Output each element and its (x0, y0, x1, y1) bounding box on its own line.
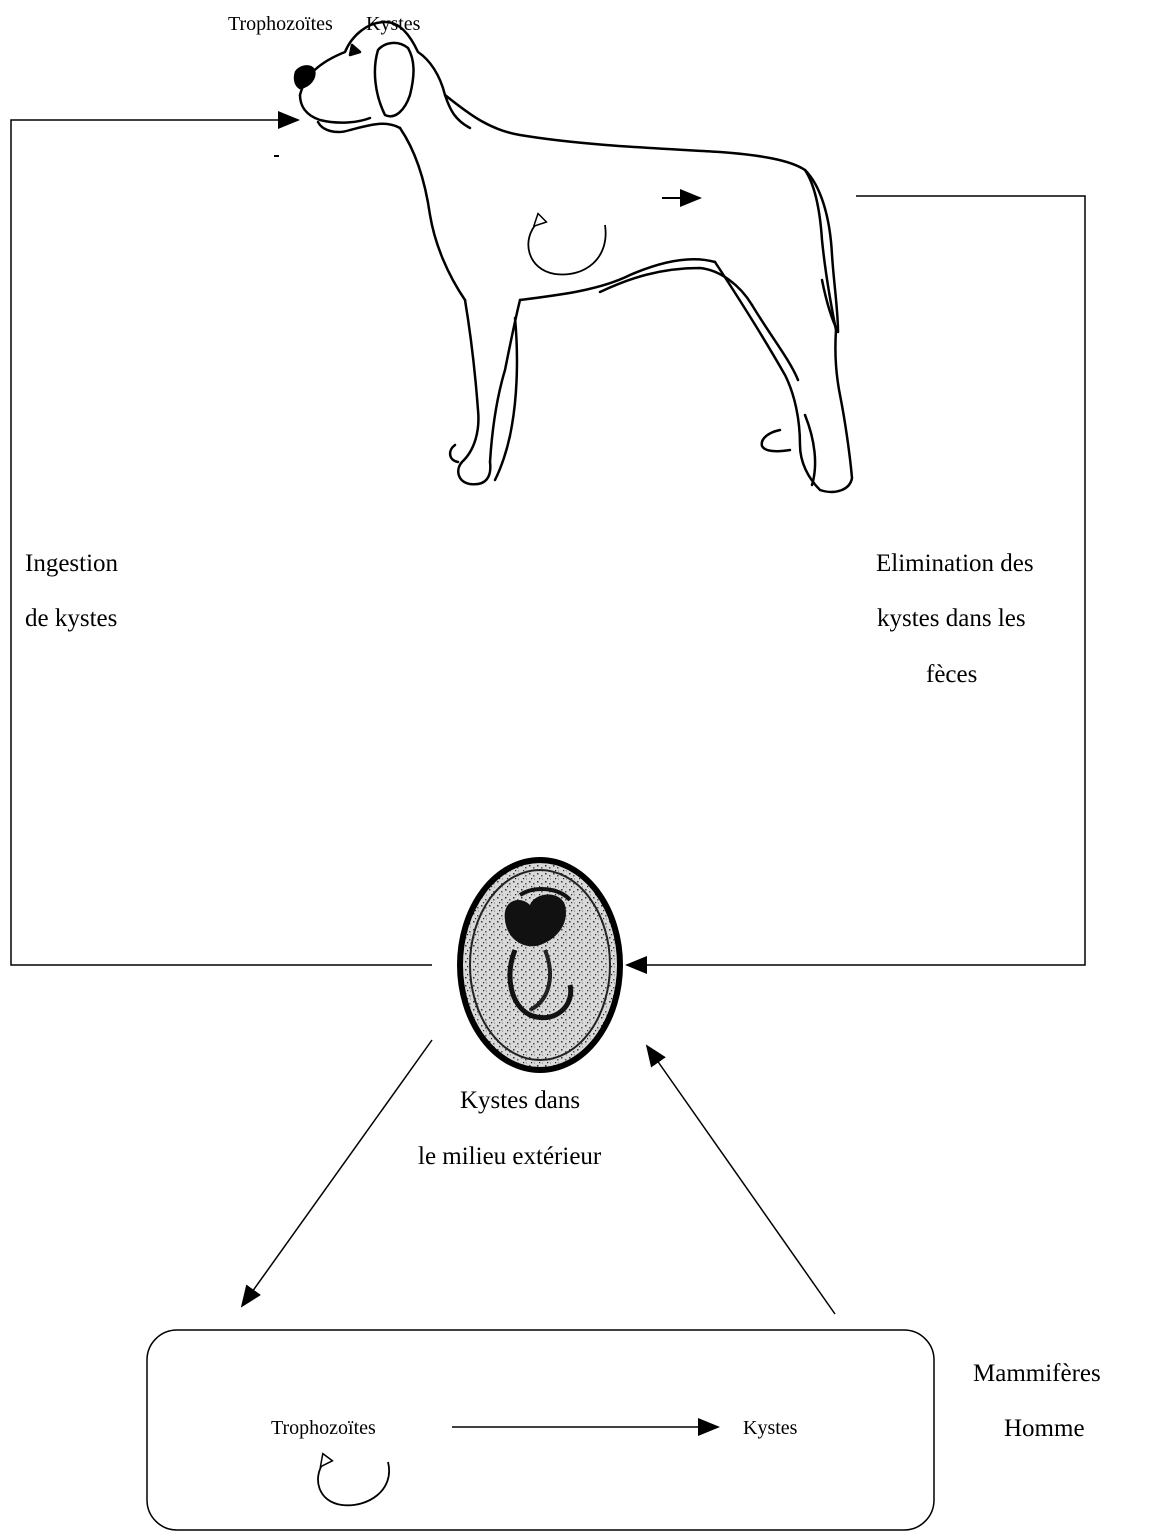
elimination-arrow (627, 196, 1085, 965)
hosts-label-line2: Homme (1004, 1416, 1085, 1441)
ingestion-label-line1: Ingestion (25, 551, 118, 576)
mammal-to-cyst-arrow (647, 1046, 835, 1314)
dog-kystes-label: Kystes (366, 14, 420, 34)
cyst-label-line1: Kystes dans (460, 1088, 580, 1113)
elimination-label-line3: fèces (926, 662, 977, 687)
elimination-label-line2: kystes dans les (877, 606, 1026, 631)
mammal-kystes-label: Kystes (743, 1418, 797, 1438)
dog-multiplication-cycle-icon (528, 222, 605, 275)
dog-illustration (295, 22, 852, 492)
hosts-label-line1: Mammifères (973, 1361, 1101, 1386)
mammal-host-box (147, 1330, 934, 1530)
ingestion-arrow (11, 120, 432, 965)
cyst-label-line2: le milieu extérieur (418, 1144, 601, 1169)
cyst-to-mammal-arrow (242, 1040, 432, 1306)
ingestion-label-line2: de kystes (25, 606, 117, 631)
cyst-illustration (460, 860, 620, 1070)
elimination-label-line1: Elimination des (876, 551, 1034, 576)
mammal-multiplication-cycle-icon (318, 1462, 389, 1505)
dog-trophozoites-label: Trophozoïtes (228, 14, 333, 34)
mammal-trophozoites-label: Trophozoïtes (271, 1418, 376, 1438)
